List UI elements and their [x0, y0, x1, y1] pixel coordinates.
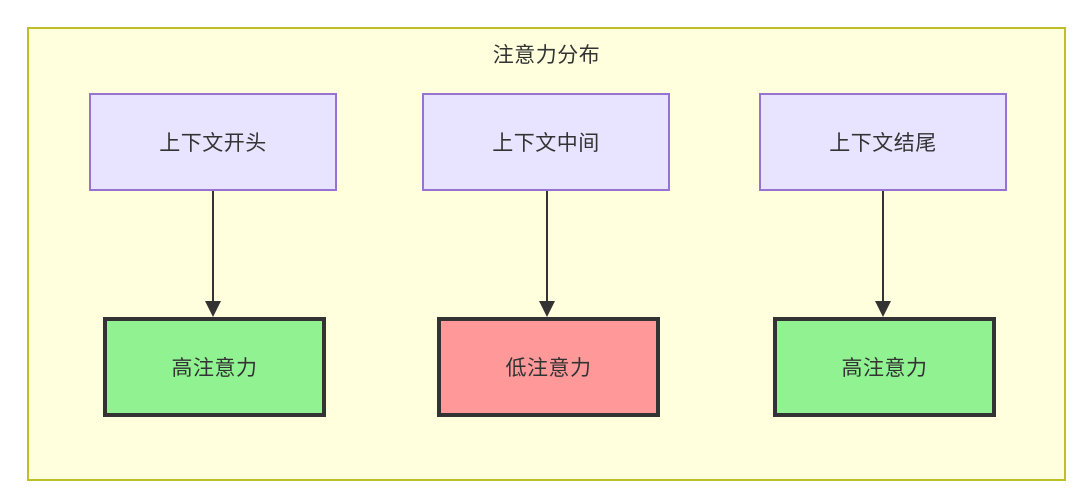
node-attention-high-end[interactable]: 高注意力: [773, 317, 996, 417]
node-label: 上下文结尾: [829, 132, 937, 155]
node-label: 上下文中间: [492, 132, 600, 155]
node-label: 高注意力: [171, 357, 258, 380]
node-label: 高注意力: [841, 357, 928, 380]
node-context-middle[interactable]: 上下文中间: [422, 93, 670, 191]
node-label: 上下文开头: [159, 132, 267, 155]
node-attention-high-start[interactable]: 高注意力: [103, 317, 326, 417]
node-context-end[interactable]: 上下文结尾: [759, 93, 1007, 191]
node-label: 低注意力: [505, 357, 592, 380]
node-context-start[interactable]: 上下文开头: [89, 93, 337, 191]
node-attention-low-middle[interactable]: 低注意力: [437, 317, 660, 417]
subgraph-title: 注意力分布: [492, 44, 601, 67]
